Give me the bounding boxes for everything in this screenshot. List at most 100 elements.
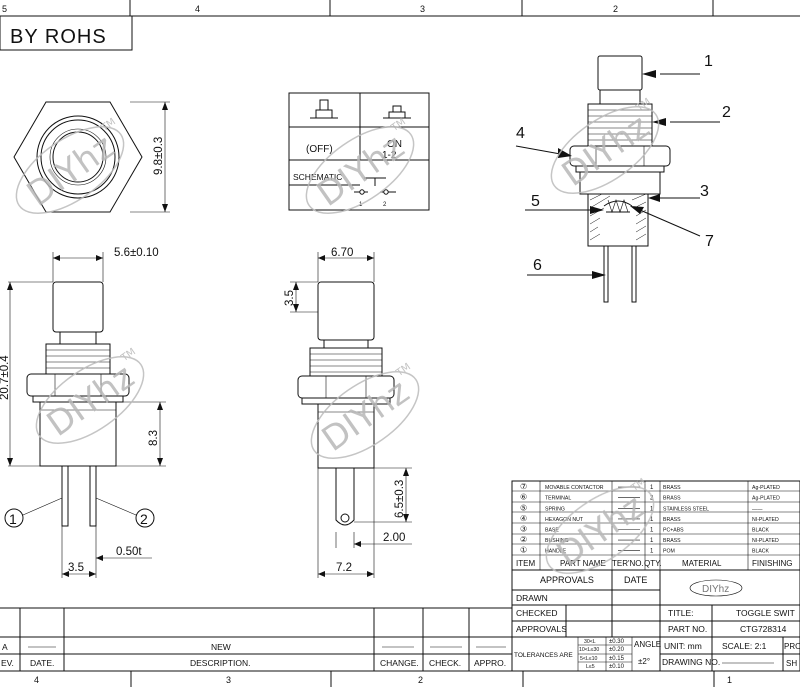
revision-block: A NEW EV. DATE. DESCRIPTION. CHANGE. CHE… [0, 607, 513, 671]
tb-title-value: TOGGLE SWIT [736, 608, 795, 618]
tol-range-3: 5<L≤10 [580, 656, 598, 662]
schematic-on-pins: 1-2 [382, 150, 397, 161]
zone-top-5: 5 [2, 4, 7, 14]
bom-cell-finish: NI-PLATED [752, 538, 779, 544]
rev-new: NEW [211, 642, 231, 652]
bom-cell-item: ③ [520, 525, 527, 534]
rev-header-description: DESCRIPTION. [190, 658, 250, 668]
bom-cell-name: TERMINAL [545, 496, 571, 502]
tol-value-3: ±0.15 [609, 656, 625, 662]
bom-cell-qty: 1 [650, 506, 654, 512]
zone-bottom-2: 2 [418, 675, 423, 685]
bom-cell-name: BASE [545, 528, 559, 534]
tb-checked: CHECKED [516, 608, 558, 618]
schematic-pin-2: 2 [383, 202, 387, 208]
watermark-layer: DIYhz TM DIYhz TM DIYhz TM DIYhz TM DIYh… [15, 96, 660, 575]
dim-pin-thickness: 0.50t [116, 546, 142, 558]
bom-cell-item: ⑦ [520, 482, 527, 491]
tb-drawing-no: DRAWING NO. [662, 657, 720, 667]
dim-pin-length: 6.5±0.3 [394, 480, 406, 518]
tb-drawn: DRAWN [516, 593, 548, 603]
dim-overall-height: 20.7±0.4 [0, 355, 11, 400]
tol-value-1: ±0.30 [609, 639, 625, 645]
bom-cell-item: ⑥ [520, 493, 527, 502]
tb-angle-value: ±2° [638, 657, 650, 666]
tb-logo: DIYhz [702, 584, 729, 595]
dim-hex-height: 9.8±0.3 [153, 137, 165, 175]
tb-sh: SH [786, 659, 797, 668]
bom-cell-finish: NI-PLATED [752, 517, 779, 523]
tb-angle: ANGLE [634, 640, 661, 649]
bom-cell-material: BRASS [663, 485, 681, 491]
bom-cell-name: BUSHING [545, 538, 569, 544]
bom-cell-material: STAINLESS STEEL [663, 506, 709, 512]
bom-cell-qty: 2 [650, 496, 654, 502]
dim-pin-width: 2.00 [383, 532, 405, 544]
tol-range-4: L≤5 [586, 664, 595, 670]
bom-cell-finish: BLACK [752, 528, 770, 534]
rev-header-appro: APPRO. [474, 658, 506, 668]
cross-section-drawing: 1 2 3 4 5 6 7 [515, 53, 731, 303]
bom-cell-finish: Ag-PLATED [752, 496, 780, 502]
tol-value-2: ±0.20 [609, 647, 625, 653]
schematic-on-label: ON [387, 139, 402, 150]
bom-header-material-short: TER'NO. [612, 559, 644, 568]
tol-range-1: 30<L [584, 639, 596, 645]
section-callout-1: 1 [704, 53, 713, 70]
bom-cell-qty: 1 [650, 528, 654, 534]
tb-pro: PRO [784, 642, 800, 651]
bom-cell-item: ① [520, 546, 527, 555]
bom-cell-qty: 1 [650, 517, 654, 523]
title-block: APPROVALS DATE DRAWN CHECKED APPROVALS T… [511, 569, 800, 672]
bom-header-finishing: FINISHING [752, 559, 792, 568]
section-callout-4: 4 [516, 125, 525, 142]
bom-header-material: MATERIAL [682, 559, 722, 568]
rev-a: A [2, 642, 8, 652]
tb-tolerances: TOLERANCES ARE [514, 652, 573, 659]
dim-actuator-dia: 5.6±0.10 [114, 247, 159, 259]
bom-header-item: ITEM [516, 559, 535, 568]
bom-cell-item: ② [520, 535, 527, 544]
watermark-1: DIYhz [20, 127, 122, 215]
tol-value-4: ±0.10 [609, 664, 625, 670]
bom-cell-name: MOVABLE CONTACTOR [545, 485, 604, 491]
bom-cell-qty: 1 [650, 485, 654, 491]
bom-cell-material: BRASS [663, 538, 681, 544]
dim-body-height: 8.3 [148, 430, 160, 446]
bom-header-qty: QTY. [644, 559, 662, 568]
bom-cell-name: HEXAGON NUT [545, 517, 584, 523]
bom-cell-material: BRASS [663, 496, 681, 502]
tb-approvals: APPROVALS [540, 575, 594, 585]
section-callout-6: 6 [533, 257, 542, 274]
revision-note: BY ROHS [10, 26, 107, 48]
dim-side-width: 6.70 [331, 247, 353, 259]
dim-actuator-height: 3.5 [284, 290, 296, 306]
zone-top-3: 3 [420, 4, 425, 14]
side-view-drawing: 6.70 3.5 6.5±0.3 2.00 7.2 [284, 247, 412, 578]
bom-cell-item: ⑤ [520, 503, 527, 512]
hex-top-view: 9.8±0.3 [13, 101, 170, 213]
tb-part-no-label: PART NO. [668, 624, 707, 634]
dim-pin-pitch: 3.5 [68, 562, 84, 574]
bom-cell-finish: BLACK [752, 549, 770, 555]
section-callout-5: 5 [531, 193, 540, 210]
bom-cell-material: PC+ABS [663, 528, 684, 534]
schematic-off-label: (OFF) [306, 144, 333, 155]
tb-unit: UNIT: mm [664, 641, 702, 651]
bom-cell-finish: —— [752, 506, 763, 512]
rev-header-rev: EV. [1, 658, 14, 668]
section-callout-2: 2 [722, 104, 731, 121]
tb-part-no-value: CTG728314 [740, 624, 787, 634]
rev-header-date: DATE. [30, 658, 54, 668]
front-view-drawing: 5.6±0.10 20.7±0.4 8.3 0.50t 3.5 1 2 [0, 247, 166, 578]
bom-cell-qty: 1 [650, 549, 654, 555]
tb-title-label: TITLE: [668, 608, 694, 618]
watermark-3: DIYhz [555, 107, 657, 195]
zone-bottom-4: 4 [34, 675, 39, 685]
bom-cell-finish: Ag-PLATED [752, 485, 780, 491]
zone-top-2: 2 [613, 4, 618, 14]
rev-header-change: CHANGE. [380, 658, 419, 668]
bom-cell-material: BRASS [663, 517, 681, 523]
